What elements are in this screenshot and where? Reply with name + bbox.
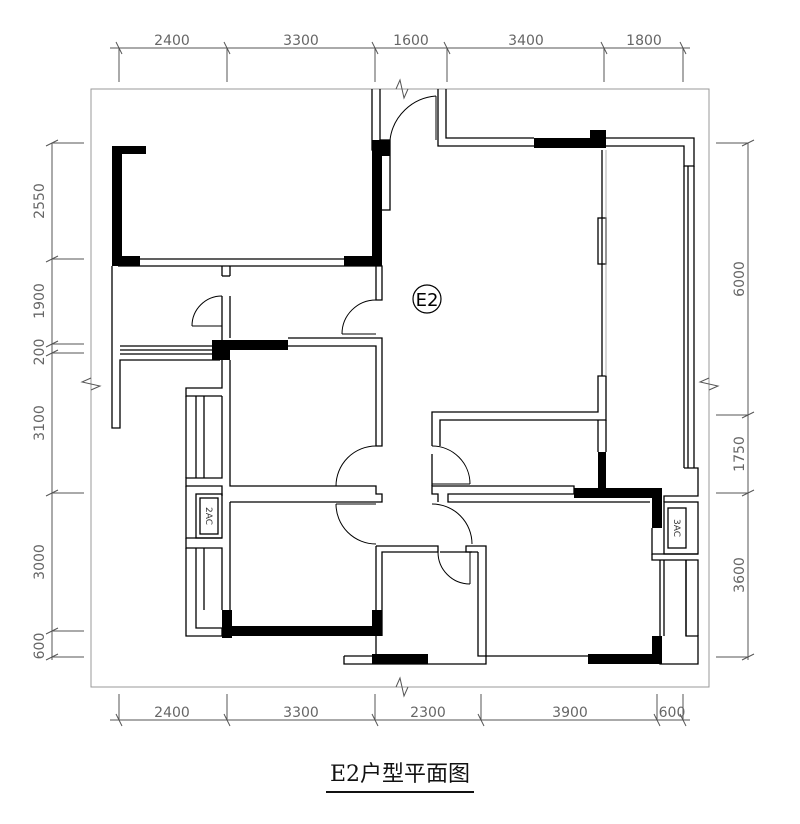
break-marks [80,78,720,698]
dimension-labels: 2400 3300 1600 3400 1800 2400 3300 2300 … [32,33,748,721]
ac-label-right: 3AC [671,519,681,537]
dim-left-6: 600 [32,633,48,660]
dim-bottom-3: 2300 [410,705,446,721]
dim-right-2: 1750 [732,436,748,472]
dim-bottom-1: 2400 [154,705,190,721]
dim-bottom-4: 3900 [552,705,588,721]
dim-right-1: 6000 [732,261,748,297]
dim-top-1: 2400 [154,33,190,49]
dim-top-4: 3400 [508,33,544,49]
unit-marker-label: E2 [416,290,439,311]
dim-left-3: 200 [32,339,48,366]
dim-top-3: 1600 [393,33,429,49]
dim-top-2: 3300 [283,33,319,49]
dim-top-5: 1800 [626,33,662,49]
dim-left-1: 2550 [32,183,48,219]
dim-right-3: 3600 [732,557,748,593]
dimension-lines [45,41,755,727]
dim-bottom-5: 600 [659,705,686,721]
dim-left-4: 3100 [32,405,48,441]
door-swings [191,95,473,585]
plan-title: E2户型平面图 [325,756,475,793]
plan-title-wrap: E2户型平面图 [0,756,800,793]
unit-marker-circle [412,284,442,314]
plan-frame [90,88,710,688]
thick-walls [112,130,662,664]
dim-bottom-2: 3300 [283,705,319,721]
ac-label-left: 2AC [203,507,213,525]
thin-walls [111,89,699,665]
dim-left-2: 1900 [32,283,48,319]
dim-left-5: 3000 [32,544,48,580]
